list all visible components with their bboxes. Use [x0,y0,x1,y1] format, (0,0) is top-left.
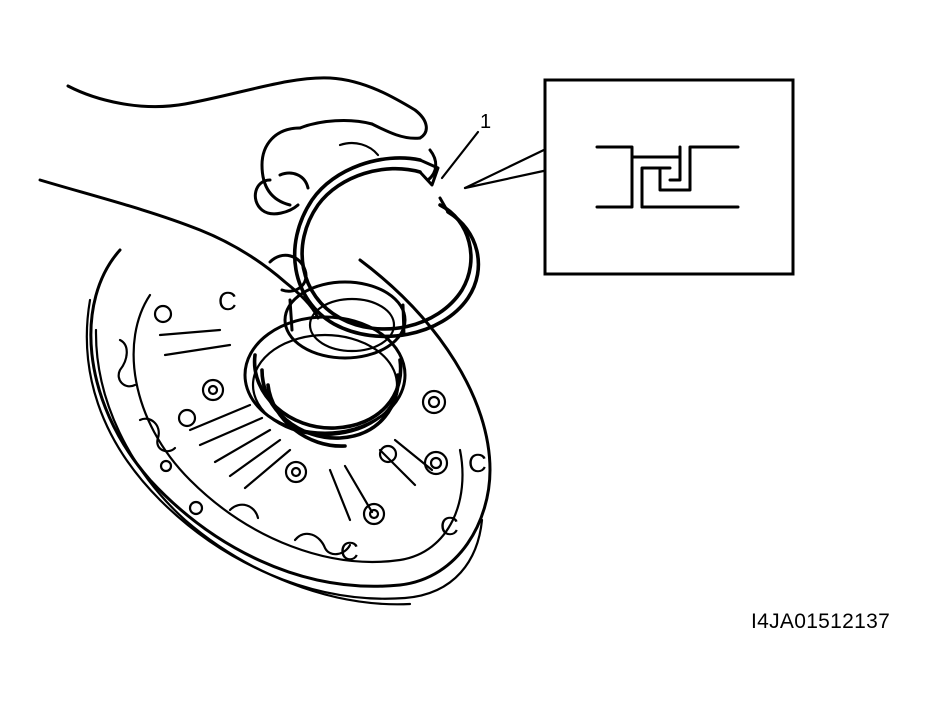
hand-illustration [38,76,438,320]
component-mark-c: C [218,286,237,316]
callout-leader [440,130,550,190]
component-mark-c: C [468,448,487,478]
component-mark-c: C [440,511,459,541]
component-mark-c: C [340,536,359,566]
figure-code: I4JA01512137 [751,610,890,633]
oil-pump-body: C C C C [85,248,492,606]
callout-number: 1 [480,111,491,133]
ring-gap-detail-view [543,78,795,276]
seal-ring [292,156,481,339]
